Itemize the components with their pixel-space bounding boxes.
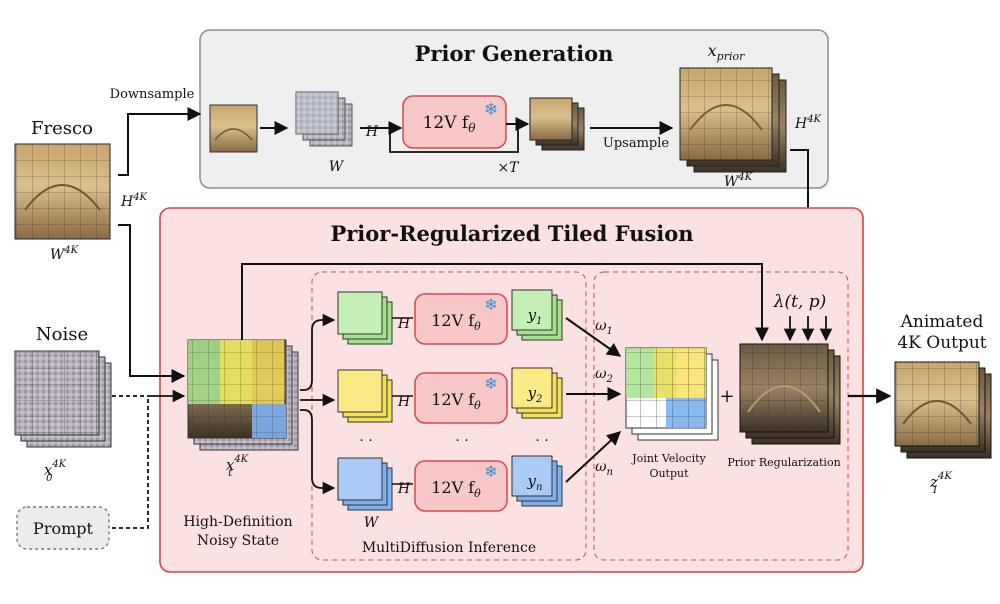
svg-text:12V fθ: 12V fθ [431, 390, 481, 412]
yn-to-joint-arrow [565, 431, 622, 483]
y1-to-joint-arrow [565, 317, 622, 357]
x-prior-h4k-label: H4K [794, 114, 822, 132]
y2-label: y2 [527, 384, 543, 405]
latent-w-label: W [329, 159, 345, 175]
tile-n-cube [337, 457, 393, 511]
y1-label: y1 [527, 306, 543, 327]
noisy-state-cube [187, 339, 299, 451]
snowflake-icon: ❄ [484, 462, 497, 481]
prompt-box[interactable]: Prompt [16, 506, 110, 550]
downsample-label: Downsample [110, 87, 195, 102]
tile-1-model-box: 12V fθ [414, 293, 508, 345]
lambda-label: λ(t, p) [773, 292, 827, 312]
output-label-line2: 4K Output [897, 333, 986, 353]
tile-1-h-label: H [397, 316, 411, 332]
state-label-line2: Noisy State [197, 533, 279, 549]
prior-model-box: 12V fθ [402, 95, 507, 149]
branch-to-tile-1 [300, 313, 336, 391]
joint-velocity-cube [625, 347, 719, 441]
ellipsis-outputs: · · [535, 433, 548, 449]
output-label-line1: Animated [900, 312, 984, 332]
state-label-line1: High-Definition [183, 514, 292, 530]
tile-n-w-label: W [364, 515, 380, 531]
yn-label: yn [527, 472, 543, 493]
snowflake-icon: ❄ [484, 374, 497, 393]
fresco-w4k-label: W4K [50, 245, 79, 263]
noise-label: Noise [36, 324, 88, 345]
prior-regularization-label: Prior Regularization [727, 456, 840, 469]
tile-n-model-box: 12V fθ [414, 460, 508, 512]
omega-1-label: ω1 [595, 318, 613, 337]
joint-velocity-label-line1: Joint Velocity [631, 452, 706, 465]
tile-1-cube [337, 291, 393, 345]
multidiffusion-label: MultiDiffusion Inference [362, 540, 536, 556]
velocity-region [593, 271, 849, 561]
y2-cube [511, 367, 563, 419]
fusion-title: Prior-Regularized Tiled Fusion [330, 221, 693, 246]
y1-cube [511, 289, 563, 341]
fresco-to-state-line [118, 224, 186, 383]
x-prior-frames [679, 67, 787, 173]
state-skip-line [241, 263, 769, 342]
prompt-to-state-line [112, 396, 149, 529]
latent-h-label: H [365, 124, 379, 140]
x-prior-w4k-label: W4K [724, 172, 753, 190]
ellipsis-models: · · [455, 433, 468, 449]
branch-to-tile-n [300, 409, 336, 495]
svg-text:12V fθ: 12V fθ [431, 311, 481, 333]
output-frames [894, 361, 992, 459]
prior-frames-small [529, 97, 585, 151]
yn-cube [511, 455, 563, 507]
tile-2-cube [337, 369, 393, 423]
prompt-label: Prompt [33, 519, 93, 538]
snowflake-icon: ❄ [484, 100, 498, 120]
plus-sign: + [719, 386, 734, 407]
tile-2-h-label: H [397, 394, 411, 410]
downsampled-fresco-image [209, 104, 258, 153]
snowflake-icon: ❄ [484, 295, 497, 314]
fresco-h4k-label: H4K [120, 192, 148, 210]
tile-n-h-label: H [397, 481, 411, 497]
ellipsis-tiles: · · [359, 433, 372, 449]
x-prior-label: xprior [708, 41, 745, 63]
joint-velocity-label-line2: Output [649, 467, 689, 480]
iteration-loop-arrow [389, 128, 519, 153]
svg-text:12V fθ: 12V fθ [423, 113, 477, 135]
svg-text:12V fθ: 12V fθ [431, 478, 481, 500]
omega-n-label: ωn [595, 459, 613, 478]
upsample-label: Upsample [603, 136, 670, 151]
times-t-label: ×T [497, 160, 520, 176]
prior-regularization-frames [739, 343, 841, 445]
fresco-label: Fresco [31, 118, 93, 139]
downsample-arrow [118, 107, 202, 176]
omega-2-label: ω2 [595, 366, 613, 385]
fresco-image [14, 143, 111, 240]
noise-frames [14, 350, 112, 448]
prior-generation-title: Prior Generation [415, 41, 614, 66]
tile-2-model-box: 12V fθ [414, 372, 508, 424]
latent-noise-stack [295, 91, 353, 147]
